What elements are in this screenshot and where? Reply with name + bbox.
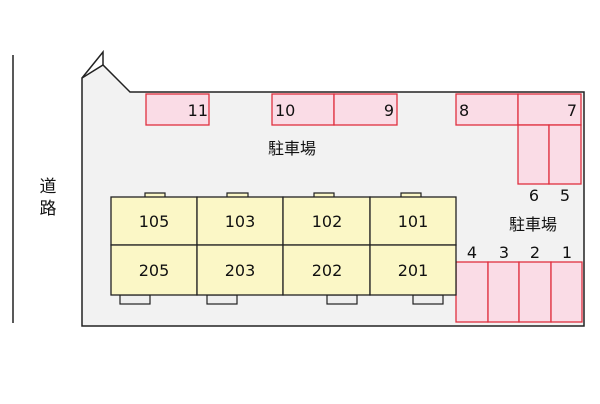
unit-101: 101 bbox=[369, 196, 457, 246]
parking-space-label: 2 bbox=[530, 243, 540, 262]
parking-area-label-east: 駐車場 bbox=[509, 215, 557, 234]
unit-201: 201 bbox=[369, 244, 457, 296]
road-label: 道 路 bbox=[36, 176, 60, 220]
unit-205: 205 bbox=[110, 244, 198, 296]
unit-103: 103 bbox=[196, 196, 284, 246]
parking-area-label-north: 駐車場 bbox=[268, 139, 316, 158]
parking-space-3: 3 bbox=[487, 243, 520, 323]
roof-bump bbox=[400, 192, 422, 197]
unit-203: 203 bbox=[196, 244, 284, 296]
parking-space-label: 7 bbox=[567, 101, 577, 120]
balcony bbox=[119, 294, 151, 305]
balcony bbox=[206, 294, 238, 305]
unit-number: 105 bbox=[139, 212, 170, 231]
balcony bbox=[326, 294, 358, 305]
balcony bbox=[412, 294, 444, 305]
parking-space-label: 6 bbox=[529, 186, 539, 205]
parking-space-label: 5 bbox=[560, 186, 570, 205]
parking-spaces: 11 10 9 8 7 6 bbox=[145, 93, 583, 323]
parking-space-label: 1 bbox=[562, 243, 572, 262]
road-label-char: 路 bbox=[39, 199, 57, 219]
parking-space-5: 5 bbox=[548, 124, 582, 205]
apartment-building: 105 103 102 101 205 203 bbox=[110, 192, 457, 305]
unit-105: 105 bbox=[110, 196, 198, 246]
parking-space-2: 2 bbox=[518, 243, 552, 323]
unit-number: 102 bbox=[312, 212, 343, 231]
parking-space-label: 9 bbox=[384, 101, 394, 120]
unit-102: 102 bbox=[282, 196, 371, 246]
unit-number: 101 bbox=[398, 212, 429, 231]
parking-space-9: 9 bbox=[333, 93, 398, 126]
parking-space-label: 11 bbox=[188, 101, 208, 120]
parking-space-label: 10 bbox=[275, 101, 295, 120]
lot-corner-notch bbox=[81, 49, 104, 79]
parking-space-8: 8 bbox=[455, 93, 519, 126]
parking-space-7: 7 bbox=[517, 93, 582, 126]
unit-number: 202 bbox=[312, 261, 343, 280]
parking-space-label: 8 bbox=[459, 101, 469, 120]
parking-space-6: 6 bbox=[517, 124, 550, 205]
roof-bump bbox=[226, 192, 249, 197]
parking-space-11: 11 bbox=[145, 93, 210, 126]
parking-space-label: 3 bbox=[499, 243, 509, 262]
parking-space-4: 4 bbox=[455, 243, 489, 323]
unit-number: 103 bbox=[225, 212, 256, 231]
parking-space-1: 1 bbox=[550, 243, 583, 323]
road-label-char: 道 bbox=[39, 177, 57, 197]
unit-202: 202 bbox=[282, 244, 371, 296]
unit-number: 201 bbox=[398, 261, 429, 280]
unit-number: 203 bbox=[225, 261, 256, 280]
roof-bump bbox=[144, 192, 166, 197]
unit-number: 205 bbox=[139, 261, 170, 280]
parking-space-10: 10 bbox=[271, 93, 335, 126]
roof-bump bbox=[313, 192, 335, 197]
parking-space-label: 4 bbox=[467, 243, 477, 262]
